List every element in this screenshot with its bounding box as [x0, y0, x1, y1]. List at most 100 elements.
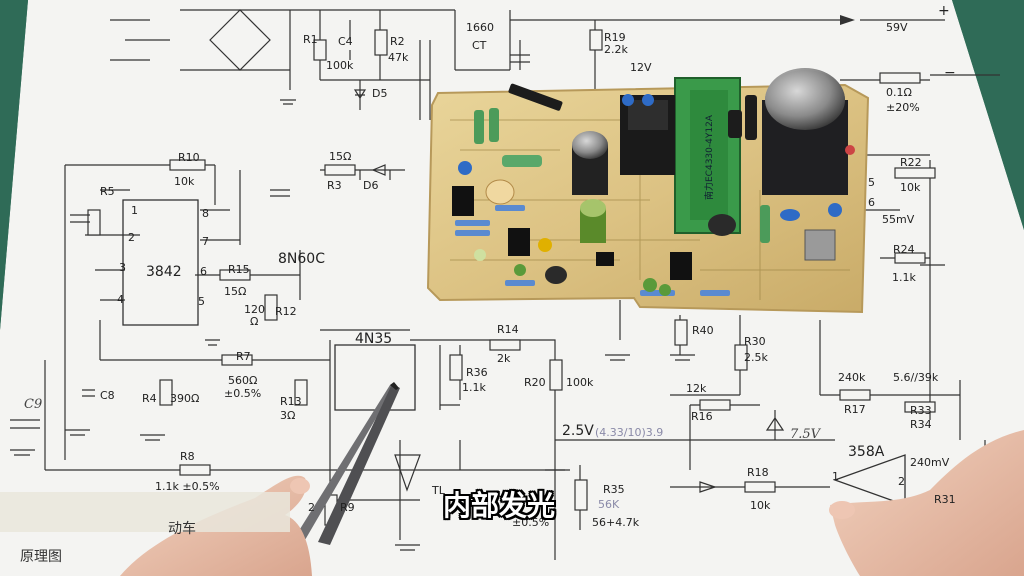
label-12v: 12V	[630, 61, 652, 74]
label-r22-val: 10k	[900, 181, 921, 194]
label-title-bottom: 原理图	[20, 549, 62, 565]
label-r16: R16	[691, 410, 713, 423]
label-minus: −	[944, 65, 956, 81]
label-r9-prefix: 2	[308, 501, 315, 514]
opamp-symbol	[833, 454, 906, 506]
label-r16-val: 12k	[686, 382, 707, 395]
label-shunt-tol: ±20%	[886, 101, 920, 114]
label-r22: R22	[900, 156, 922, 169]
label-pin-6: 6	[200, 265, 207, 278]
label-v-2v5: 2.5V	[562, 423, 594, 439]
label-opamp-pin-2: 2	[898, 475, 905, 488]
label-r13-val: 3Ω	[280, 409, 296, 422]
label-r33-val: 5.6//39k	[893, 371, 939, 384]
label-r3-val: 15Ω	[329, 150, 352, 163]
label-u-4n35: 4N35	[355, 331, 393, 347]
label-q-8n60c: 8N60C	[278, 251, 325, 267]
pcb-board: 南力EC4330-4Y12A	[426, 68, 870, 314]
label-ic-3842: 3842	[146, 264, 182, 280]
label-r30-val: 2.5k	[744, 351, 768, 364]
label-r15: R15	[228, 263, 250, 276]
label-c9: C9	[24, 397, 43, 412]
label-plus: +	[938, 3, 950, 19]
label-r5: R5	[100, 185, 115, 198]
label-r1-val: 100k	[326, 59, 354, 72]
label-pin-1: 1	[131, 204, 138, 217]
label-r12-val: 120	[244, 303, 265, 316]
label-v-240mv: 240mV	[910, 456, 950, 469]
label-r35-note: 56K	[598, 498, 620, 511]
label-pin-2: 2	[128, 231, 135, 244]
label-d6: D6	[363, 179, 379, 192]
ic-3842-box	[122, 199, 199, 326]
label-r17-val: 240k	[838, 371, 866, 384]
label-opamp-pin-1: 1	[832, 470, 839, 483]
label-r36: R36	[466, 366, 488, 379]
label-r19-val: 2.2k	[604, 43, 628, 56]
label-r18: R18	[747, 466, 769, 479]
label-1660: 1660	[466, 21, 494, 34]
pcb-small-capacitors	[458, 94, 842, 296]
label-pin-5-right: 5	[868, 176, 875, 189]
label-pin-7: 7	[202, 235, 209, 248]
label-r7-val: 560Ω	[228, 374, 258, 387]
label-pin-3: 3	[119, 261, 126, 274]
label-r24-val: 1.1k	[892, 271, 916, 284]
label-r4: R4	[142, 392, 157, 405]
label-r20-val: 100k	[566, 376, 594, 389]
label-r35-tol: ±0.5%	[512, 516, 550, 529]
label-r35-val: 56+4.7k	[592, 516, 640, 529]
label-r10-val: 10k	[174, 175, 195, 188]
label-r7-tol: ±0.5%	[224, 387, 262, 400]
label-r2-val: 47k	[388, 51, 409, 64]
resistor-symbols	[87, 29, 936, 526]
label-z-7v5: 7.5V	[790, 427, 821, 442]
label-r13: R13	[280, 395, 302, 408]
label-r12-unit: Ω	[250, 315, 259, 328]
label-r24: R24	[893, 243, 915, 256]
label-r14: R14	[497, 323, 519, 336]
label-r33: R33	[910, 404, 932, 417]
label-r15-val: 15Ω	[224, 285, 247, 298]
label-r17: R17	[844, 403, 866, 416]
tape-strip	[0, 492, 290, 532]
label-pin-5: 5	[198, 295, 205, 308]
label-r14-val: 2k	[497, 352, 511, 365]
label-59v: 59V	[886, 21, 908, 34]
tweezers	[295, 382, 400, 545]
label-r31: R31	[934, 493, 956, 506]
label-c4: C4	[338, 35, 353, 48]
label-r8-val: 1.1k ±0.5%	[155, 480, 220, 493]
label-r9: R9	[340, 501, 355, 514]
label-ct: CT	[472, 39, 487, 52]
label-r20: R20	[524, 376, 546, 389]
label-tl: TL	[432, 484, 445, 497]
label-v-2v5-note: (4.33/10)3.9	[595, 426, 664, 439]
label-r2: R2	[390, 35, 405, 48]
label-title-fragment: 动车	[168, 521, 196, 537]
label-r18-val: 10k	[750, 499, 771, 512]
label-pin-6-right: 6	[868, 196, 875, 209]
label-r10: R10	[178, 151, 200, 164]
video-subtitle: 内部发光	[443, 489, 556, 522]
label-r12: R12	[275, 305, 297, 318]
label-r34: R34	[910, 418, 932, 431]
label-c8: C8	[100, 389, 115, 402]
label-pin-8: 8	[202, 207, 209, 220]
label-r30: R30	[744, 335, 766, 348]
label-r19: R19	[604, 31, 626, 44]
label-r1: R1	[303, 33, 318, 46]
label-v-55mv: 55mV	[882, 213, 915, 226]
label-u-358a: 358A	[848, 444, 885, 460]
right-hand	[829, 430, 1024, 576]
label-shunt-val: 0.1Ω	[886, 86, 912, 99]
label-r8: R8	[180, 450, 195, 463]
label-pin-4: 4	[117, 293, 124, 306]
label-r36-val: 1.1k	[462, 381, 486, 394]
label-r40: R40	[692, 324, 714, 337]
label-r35: R35	[603, 483, 625, 496]
capacitor-ground-symbols	[10, 54, 945, 551]
label-d5: D5	[372, 87, 388, 100]
